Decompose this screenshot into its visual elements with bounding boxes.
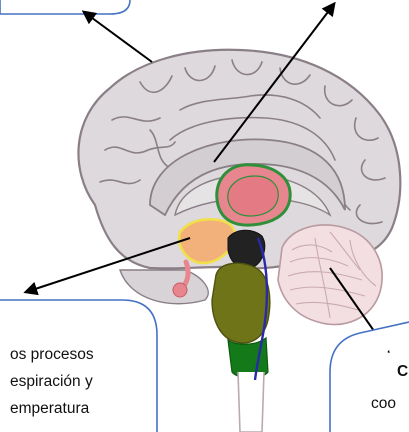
thalamus-inner (228, 176, 278, 216)
callout-bottom-right-line1: C (397, 363, 408, 380)
spinal-cord (238, 372, 264, 432)
temporal-region (120, 270, 208, 304)
callout-bottom-left-line2: espiración y (10, 373, 93, 390)
brainstem-pons (212, 263, 270, 343)
callout-box-top-left (0, 0, 130, 14)
cerebellum (278, 225, 382, 325)
callout-bottom-left-line3: emperatura (10, 400, 90, 417)
callout-bottom-left-line1: os procesos (10, 346, 94, 363)
arrow-to-top-left-callout (84, 12, 152, 62)
pituitary-bulb (173, 283, 187, 297)
callout-bottom-right-line2: coo (371, 395, 396, 412)
